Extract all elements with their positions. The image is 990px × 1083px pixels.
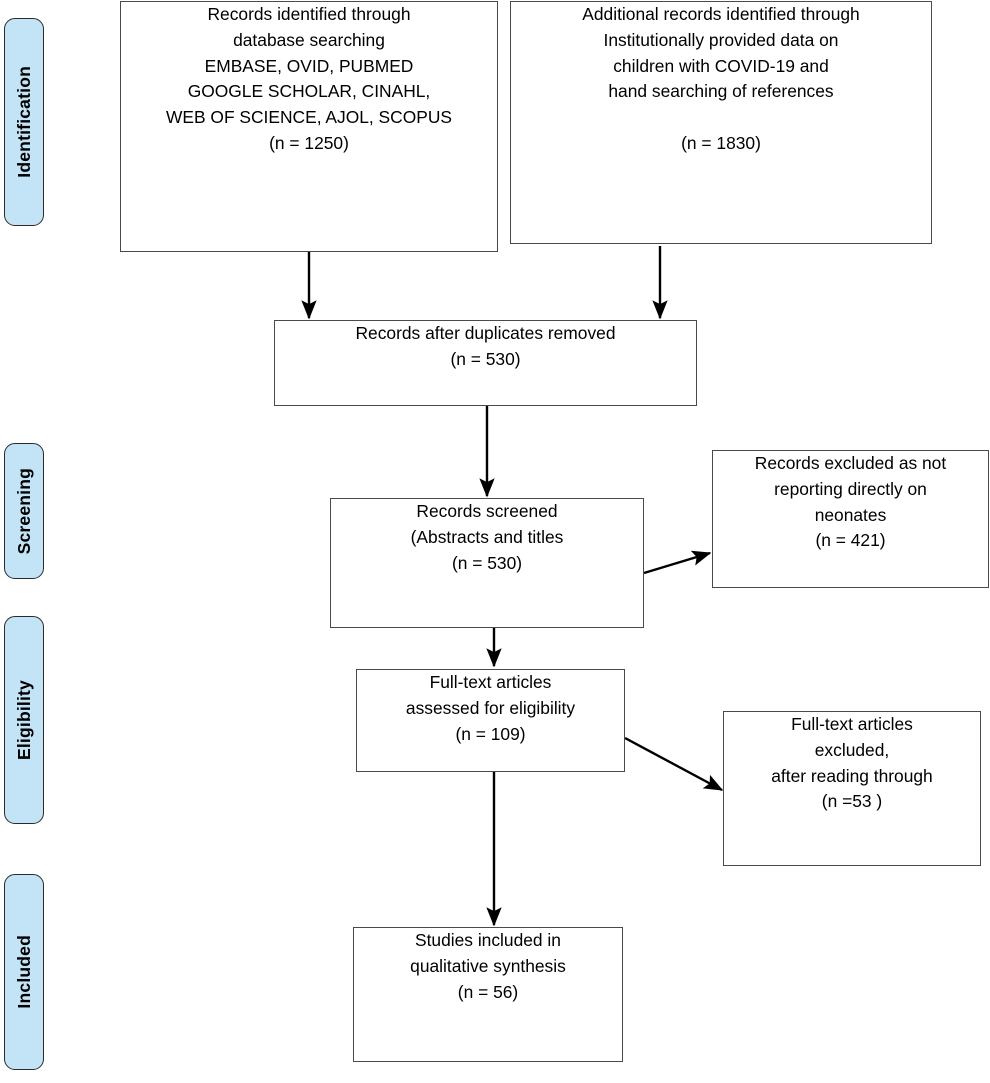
stage-pill-screening: Screening (4, 443, 44, 579)
stage-pill-identification: Identification (4, 18, 44, 226)
box-duplicates-removed: Records after duplicates removed (n = 53… (274, 320, 697, 406)
box-records-excluded: Records excluded as not reporting direct… (712, 450, 989, 588)
box-studies-included-text: Studies included in qualitative synthesi… (410, 930, 566, 1002)
stage-label-eligibility: Eligibility (13, 680, 34, 760)
stage-pill-included: Included (4, 874, 44, 1070)
box-records-screened-text: Records screened (Abstracts and titles (… (410, 501, 564, 573)
box-database-search-text: Records identified through database sear… (165, 4, 453, 153)
box-additional-records-text: Additional records identified through In… (582, 4, 860, 153)
box-fulltext-excluded-text: Full-text articles excluded, after readi… (771, 714, 933, 812)
stage-label-included: Included (13, 935, 34, 1009)
arrow-records-screened-to-excluded (643, 550, 712, 575)
box-fulltext-assessed-text: Full-text articles assessed for eligibil… (405, 672, 576, 744)
box-records-screened: Records screened (Abstracts and titles (… (330, 498, 644, 628)
stage-pill-eligibility: Eligibility (4, 616, 44, 824)
box-additional-records: Additional records identified through In… (510, 1, 932, 244)
box-studies-included: Studies included in qualitative synthesi… (353, 927, 623, 1062)
box-fulltext-excluded: Full-text articles excluded, after readi… (723, 711, 981, 866)
stage-label-screening: Screening (13, 467, 34, 555)
box-records-excluded-text: Records excluded as not reporting direct… (754, 453, 947, 551)
stage-label-identification: Identification (13, 66, 34, 178)
arrow-fulltext-to-fulltext-excluded (624, 736, 724, 792)
box-duplicates-removed-text: Records after duplicates removed (n = 53… (355, 323, 616, 369)
box-database-search: Records identified through database sear… (120, 1, 498, 252)
box-fulltext-assessed: Full-text articles assessed for eligibil… (356, 669, 625, 772)
